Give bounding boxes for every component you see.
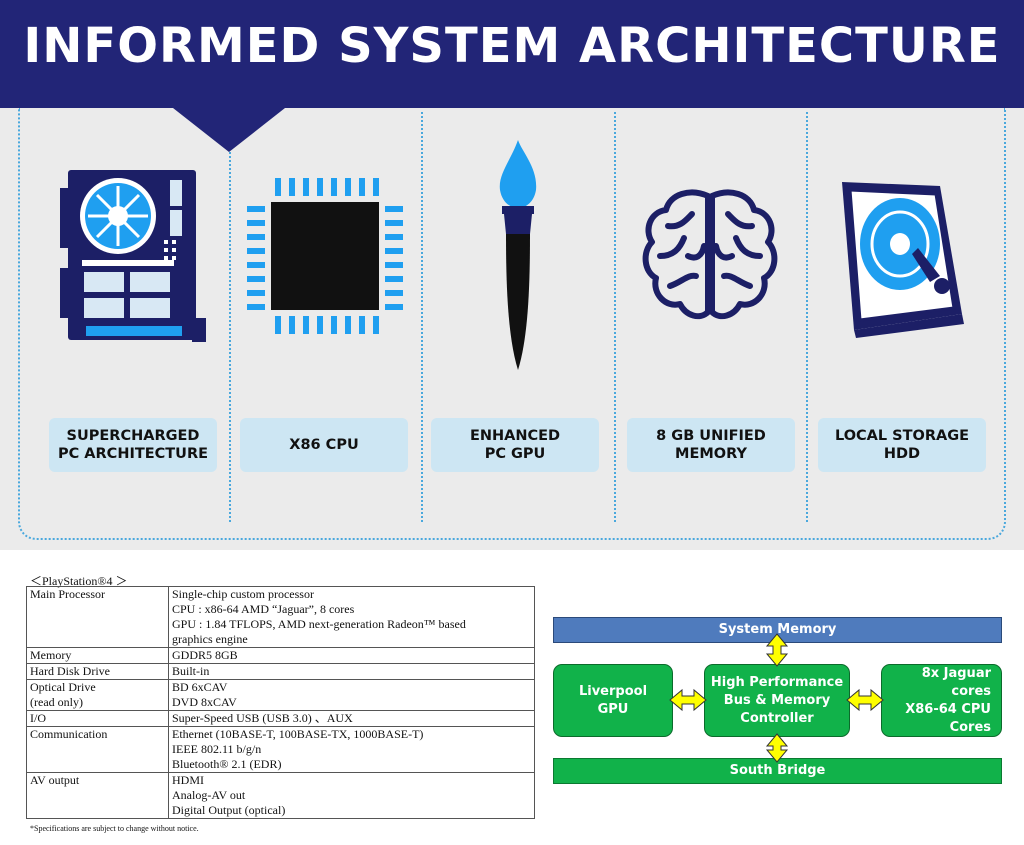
gpu-block-line: Liverpool <box>578 683 648 699</box>
spec-value-line: Ethernet (10BASE-T, 100BASE-TX, 1000BASE… <box>172 727 424 741</box>
paintbrush-icon <box>488 138 548 379</box>
spec-key-text: Memory <box>30 648 72 662</box>
feature-label-line: 8 GB UNIFIED <box>656 428 766 444</box>
feature-label-unified-memory: 8 GB UNIFIED MEMORY <box>627 418 795 472</box>
spec-value-line: Built-in <box>172 664 210 678</box>
column-divider <box>806 112 808 522</box>
motherboard-icon <box>60 168 210 353</box>
cpu-block-line: 8x Jaguar cores <box>921 665 991 699</box>
spec-key-text: AV output <box>30 773 80 787</box>
cpu-chip-icon <box>245 176 405 341</box>
table-row: AV output HDMI Analog-AV out Digital Out… <box>26 772 535 819</box>
spec-key-text: Optical Drive <box>30 680 96 694</box>
dotted-frame <box>18 108 1006 540</box>
spec-value-line: DVD 8xCAV <box>172 695 237 709</box>
spec-value-line: Super-Speed USB (USB 3.0) 、AUX <box>172 711 353 725</box>
feature-label-line: LOCAL STORAGE <box>834 428 970 444</box>
spec-table: Main Processor Single-chip custom proces… <box>26 586 535 819</box>
feature-label-line: HDD <box>883 446 921 462</box>
feature-label-line: MEMORY <box>675 446 747 462</box>
feature-label-line: X86 CPU <box>289 437 359 453</box>
title-banner: INFORMED SYSTEM ARCHITECTURE <box>0 0 1024 152</box>
spec-value: Single-chip custom processor CPU : x86-6… <box>168 586 535 648</box>
feature-label-line: ENHANCED <box>469 428 561 444</box>
spec-value: BD 6xCAV DVD 8xCAV <box>168 679 535 711</box>
feature-label-pc-gpu: ENHANCED PC GPU <box>431 418 599 472</box>
double-arrow-vertical <box>765 633 789 667</box>
column-divider <box>614 112 616 522</box>
double-arrow-horizontal <box>846 688 884 712</box>
column-divider <box>421 112 423 522</box>
table-row: Optical Drive (read only) BD 6xCAV DVD 8… <box>26 679 535 711</box>
spec-value-line: Bluetooth® 2.1 (EDR) <box>172 757 282 771</box>
spec-value-line: HDMI <box>172 773 204 787</box>
table-row: Main Processor Single-chip custom proces… <box>26 586 535 648</box>
bus-block-line: High Performance <box>710 674 844 690</box>
feature-label-pc-architecture: SUPERCHARGED PC ARCHITECTURE <box>49 418 217 472</box>
cpu-block-line: X86-64 CPU <box>905 701 991 717</box>
feature-label-line: SUPERCHARGED <box>66 428 200 444</box>
banner-shape <box>0 0 1024 152</box>
brain-icon <box>640 186 780 331</box>
spec-value-line: graphics engine <box>172 632 248 646</box>
feature-label-local-storage: LOCAL STORAGE HDD <box>818 418 986 472</box>
feature-label-line: PC ARCHITECTURE <box>57 446 209 462</box>
spec-key: AV output <box>26 772 169 819</box>
spec-key: Hard Disk Drive <box>26 663 169 680</box>
bus-block-line: Controller <box>740 710 814 726</box>
spec-key-text: (read only) <box>30 695 83 709</box>
spec-key-text: Communication <box>30 727 108 741</box>
spec-heading: ＜PlayStation®4 ＞ <box>30 574 128 588</box>
double-arrow-vertical <box>765 733 789 763</box>
banner-title: INFORMED SYSTEM ARCHITECTURE <box>23 18 1001 74</box>
spec-value: Ethernet (10BASE-T, 100BASE-TX, 1000BASE… <box>168 726 535 773</box>
spec-key-text: I/O <box>30 711 46 725</box>
spec-key-text: Hard Disk Drive <box>30 664 110 678</box>
spec-value-line: IEEE 802.11 b/g/n <box>172 742 262 756</box>
architecture-infographic: INFORMED SYSTEM ARCHITECTURE <box>0 0 1024 550</box>
spec-value-line: GPU : 1.84 TFLOPS, AMD next-generation R… <box>172 617 466 631</box>
spec-value: HDMI Analog-AV out Digital Output (optic… <box>168 772 535 819</box>
spec-value-line: Single-chip custom processor <box>172 587 314 601</box>
hard-drive-icon <box>836 178 976 343</box>
gpu-block-line: GPU <box>597 701 629 717</box>
spec-value-line: BD 6xCAV <box>172 680 228 694</box>
spec-value: Built-in <box>168 663 535 680</box>
spec-key: Optical Drive (read only) <box>26 679 169 711</box>
table-row: Memory GDDR5 8GB <box>26 647 535 664</box>
spec-footnote: *Specifications are subject to change wi… <box>30 824 199 833</box>
spec-value-line: CPU : x86-64 AMD “Jaguar”, 8 cores <box>172 602 355 616</box>
double-arrow-horizontal <box>669 688 707 712</box>
feature-label-x86-cpu: X86 CPU <box>240 418 408 472</box>
spec-key-text: Main Processor <box>30 587 105 601</box>
south-bridge-block: South Bridge <box>553 758 1002 784</box>
spec-value-line: Analog-AV out <box>172 788 246 802</box>
bus-block-line: Bus & Memory <box>723 692 831 708</box>
spec-value-line: Digital Output (optical) <box>172 803 286 817</box>
feature-label-line: PC GPU <box>484 446 546 462</box>
column-divider <box>229 152 231 522</box>
cpu-block-line: Cores <box>949 719 991 735</box>
table-row: Hard Disk Drive Built-in <box>26 663 535 680</box>
spec-value-line: GDDR5 8GB <box>172 648 238 662</box>
